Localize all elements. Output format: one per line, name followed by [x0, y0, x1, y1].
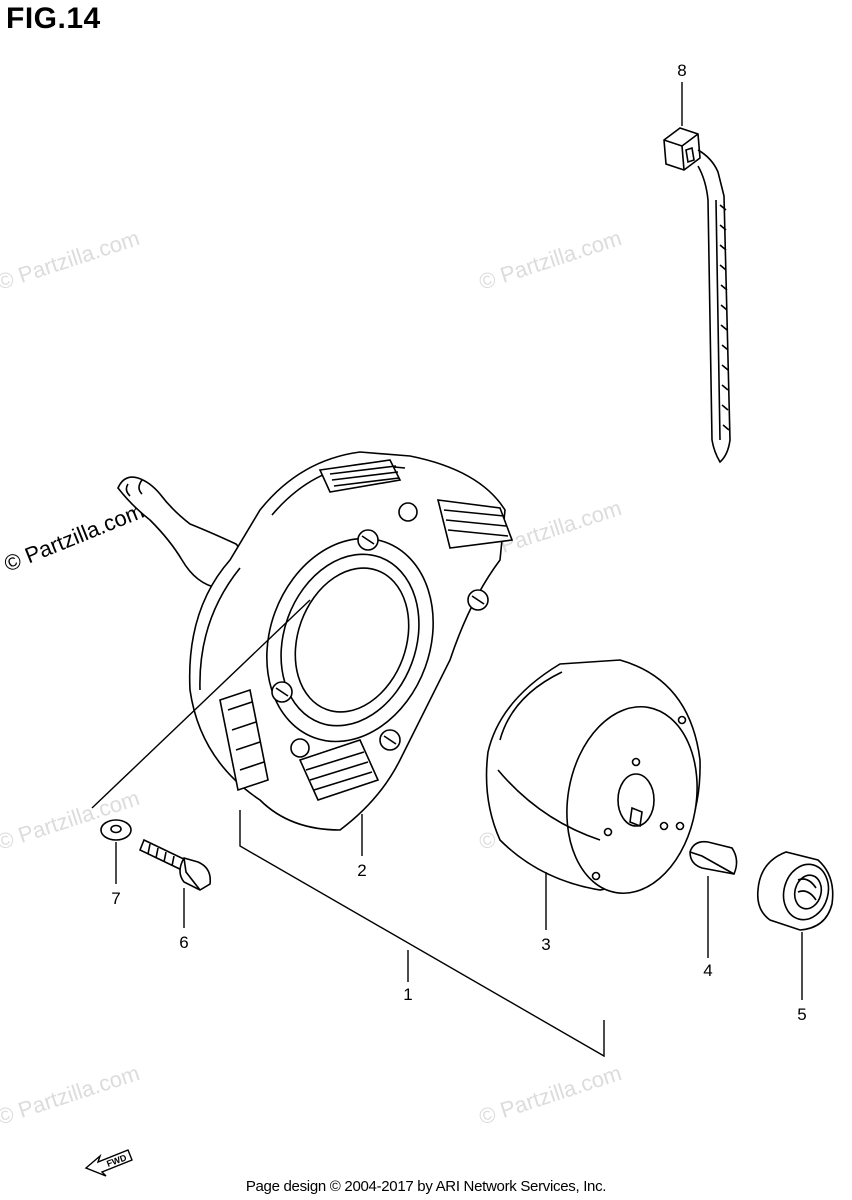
part-6-bolt[interactable]: [138, 838, 212, 891]
footer-copyright: Page design © 2004-2017 by ARI Network S…: [245, 1178, 607, 1195]
part-3-flywheel-rotor[interactable]: [485, 659, 712, 904]
callout-8: 8: [677, 61, 686, 80]
figure-title: FIG.14: [6, 2, 101, 35]
watermark: © Partzilla.com: [476, 225, 625, 295]
callout-2: 2: [357, 861, 366, 880]
watermark-main: © Partzilla.com: [1, 498, 148, 577]
leader-lines: [91, 82, 803, 1058]
callout-1: 1: [403, 985, 412, 1004]
callout-3: 3: [541, 935, 550, 954]
part-4-key[interactable]: [689, 840, 738, 875]
callout-6: 6: [179, 933, 188, 952]
watermark: © Partzilla.com: [0, 225, 143, 295]
callout-5: 5: [797, 1005, 806, 1024]
part-7-washer[interactable]: [100, 819, 132, 841]
part-8-wire-harness[interactable]: [663, 127, 731, 464]
watermark: © Partzilla.com: [0, 1060, 143, 1130]
callout-4: 4: [703, 961, 712, 980]
watermark: © Partzilla.com: [476, 1060, 625, 1130]
part-5-nut[interactable]: [756, 851, 835, 931]
callout-7: 7: [111, 889, 120, 908]
fwd-arrow: FWD: [84, 1149, 133, 1177]
part-2-stator-plate[interactable]: [117, 451, 514, 831]
